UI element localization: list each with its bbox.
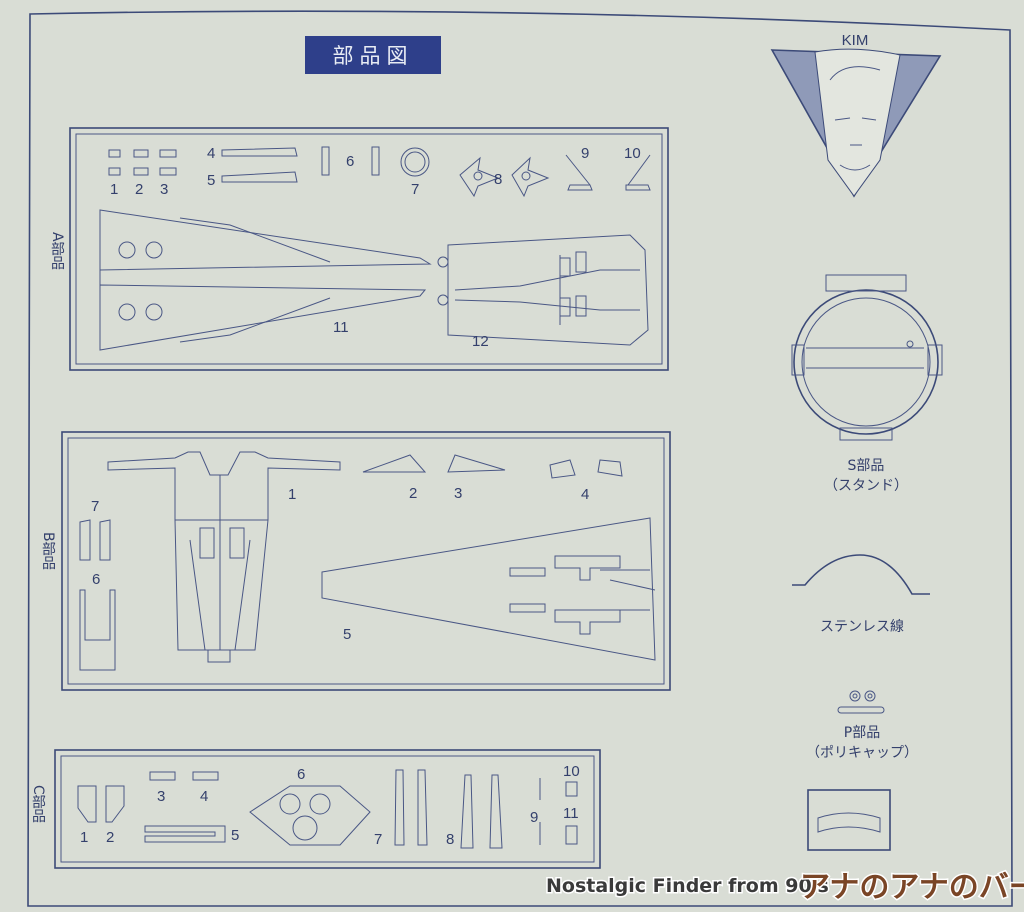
stand-sublabel: （スタンド） [824, 478, 908, 494]
polycap-sublabel: （ポリキャップ） [806, 745, 918, 761]
part-a-11: 11 [333, 319, 349, 336]
wire-label: ステンレス線 [820, 619, 904, 635]
panel-c-label: C部品 [30, 785, 46, 823]
part-b-2: 2 [409, 485, 417, 502]
part-c-3: 3 [157, 788, 165, 805]
part-a-12: 12 [472, 333, 489, 350]
panel-c: C部品 1 2 3 4 5 6 7 8 9 10 11 [30, 749, 601, 869]
wire-part: ステンレス線 [792, 554, 930, 635]
watermark-logo: アナのアナのバー [800, 870, 1024, 905]
stand-part: S部品 （スタンド） [791, 274, 943, 494]
part-c-2: 2 [106, 829, 114, 846]
part-a-10: 10 [624, 145, 641, 162]
part-c-7: 7 [374, 831, 382, 848]
polycap-label: P部品 [844, 725, 880, 741]
polycap-part: P部品 （ポリキャップ） [806, 690, 918, 761]
part-b-3: 3 [454, 485, 462, 502]
part-a-7: 7 [411, 181, 419, 198]
stand-label: S部品 [848, 458, 885, 474]
part-a-4: 4 [207, 145, 215, 162]
part-b-1: 1 [288, 486, 296, 503]
part-c-6: 6 [297, 766, 305, 783]
part-a-2: 2 [135, 181, 143, 198]
decal-box [807, 789, 891, 851]
part-b-5: 5 [343, 626, 351, 643]
page-title: 部品図 [333, 44, 414, 68]
panel-b: B部品 1 2 3 4 5 6 7 [40, 431, 671, 691]
part-c-9: 9 [530, 809, 538, 826]
part-a-8: 8 [494, 171, 502, 188]
part-a-6: 6 [346, 153, 354, 170]
part-c-5: 5 [231, 827, 239, 844]
panel-b-label: B部品 [40, 532, 56, 570]
part-b-7: 7 [91, 498, 99, 515]
part-a-3: 3 [160, 181, 168, 198]
part-c-1: 1 [80, 829, 88, 846]
part-b-6: 6 [92, 571, 100, 588]
part-a-9: 9 [581, 145, 589, 162]
part-a-1: 1 [110, 181, 118, 198]
panel-a-label: A部品 [49, 232, 65, 270]
character-portrait: KIM [770, 32, 942, 198]
character-name: KIM [842, 32, 869, 49]
part-c-11: 11 [563, 805, 579, 822]
part-b-4: 4 [581, 486, 589, 503]
part-a-5: 5 [207, 172, 215, 189]
part-c-4: 4 [200, 788, 208, 805]
title-box [305, 36, 441, 74]
watermark-text: Nostalgic Finder from 90's [546, 875, 829, 897]
part-c-8: 8 [446, 831, 454, 848]
part-c-10: 10 [563, 763, 580, 780]
page-frame [27, 10, 1013, 907]
panel-a: A部品 1 2 3 4 5 6 7 [49, 127, 669, 371]
